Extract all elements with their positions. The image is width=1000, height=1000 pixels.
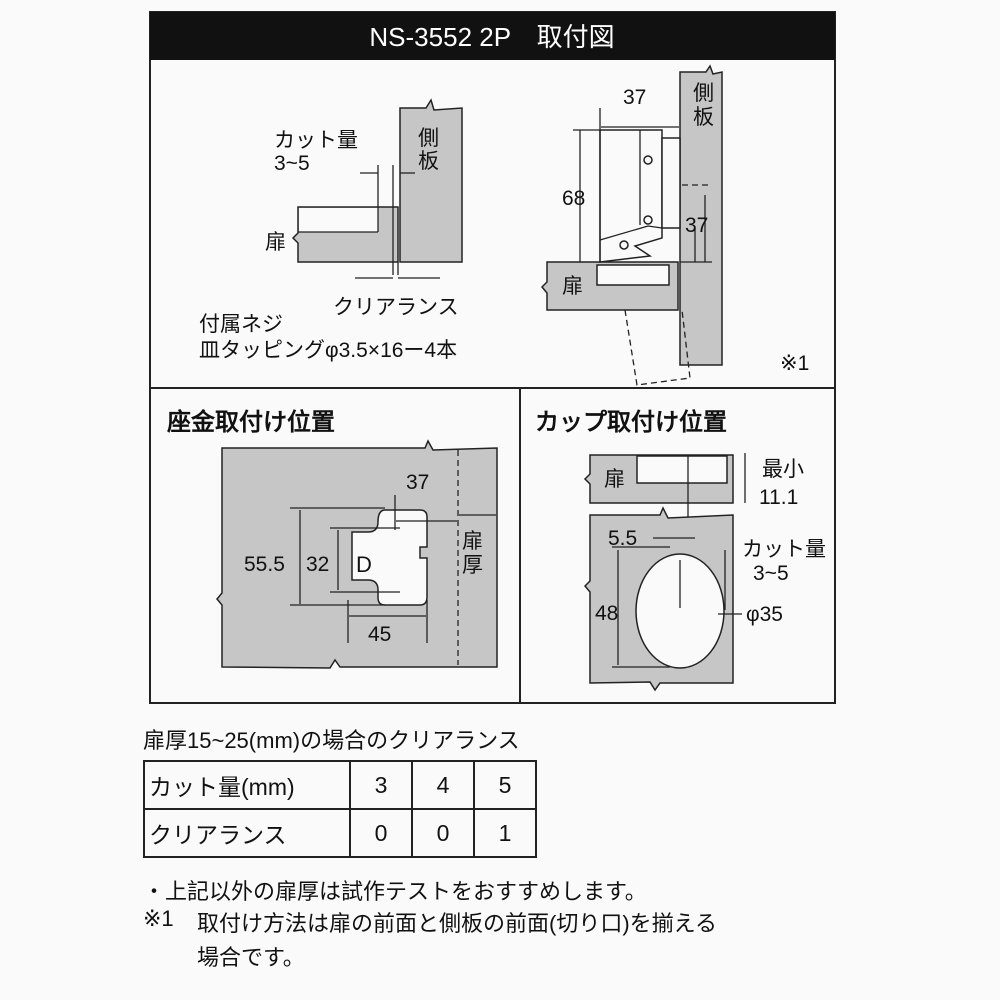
side-panel-label: 板 bbox=[418, 150, 439, 173]
dim-32: 32 bbox=[306, 553, 329, 576]
note-2-line2: 場合です。 bbox=[197, 945, 305, 970]
row-label: クリアランス bbox=[143, 808, 351, 858]
diameter-label: φ35 bbox=[746, 603, 783, 626]
table-cell: 0 bbox=[349, 808, 413, 858]
washer-heading: 座金取付け位置 bbox=[167, 408, 335, 436]
dim-offset: 37 bbox=[685, 214, 708, 237]
table-cell: 5 bbox=[473, 760, 537, 810]
hinge-side-diagram: 37 68 37 側 板 扉 ※1 bbox=[540, 64, 809, 386]
cup-position-diagram: カップ取付け位置 扉 最小 11.1 5.5 カット量 3~5 48 φ35 bbox=[535, 408, 826, 692]
note-mark: ※1 bbox=[780, 352, 809, 375]
screws-spec: 皿タッピングφ3.5×16ー4本 bbox=[199, 339, 457, 362]
cut-amount-range: 3~5 bbox=[753, 562, 789, 585]
cut-amount-label: カット量 bbox=[274, 129, 358, 152]
page-title: NS-3552 2P 取付図 bbox=[369, 22, 614, 52]
min-label: 最小 bbox=[762, 458, 804, 481]
door-thickness-label: 厚 bbox=[462, 554, 483, 577]
side-panel-label: 板 bbox=[693, 106, 714, 129]
door-thickness-label: 扉 bbox=[462, 530, 483, 553]
table-cell: 4 bbox=[411, 760, 475, 810]
dim-height: 68 bbox=[562, 187, 585, 210]
cup-heading: カップ取付け位置 bbox=[535, 408, 727, 436]
door-label: 扉 bbox=[604, 468, 625, 491]
screws-label: 付属ネジ bbox=[199, 313, 283, 336]
cut-clearance-diagram: カット量 3~5 側 板 扉 クリアランス 付属ネジ 皿タッピングφ3.5×16… bbox=[199, 98, 463, 362]
side-panel-label: 側 bbox=[418, 127, 439, 150]
table-caption: 扉厚15~25(mm)の場合のクリアランス bbox=[143, 728, 520, 753]
note-1: ・上記以外の扉厚は試作テストをおすすめします。 bbox=[143, 879, 647, 904]
cut-amount-label: カット量 bbox=[742, 538, 826, 561]
dim-width: 37 bbox=[623, 86, 646, 109]
dim-37: 37 bbox=[406, 471, 429, 494]
side-panel-label: 側 bbox=[693, 82, 714, 105]
dim-48: 48 bbox=[595, 602, 618, 625]
clearance-label: クリアランス bbox=[333, 296, 459, 319]
table-row: クリアランス 0 0 1 bbox=[143, 808, 537, 858]
table-cell: 0 bbox=[411, 808, 475, 858]
clearance-table: カット量(mm) 3 4 5 クリアランス 0 0 1 bbox=[143, 760, 537, 858]
door-label: 扉 bbox=[265, 231, 286, 254]
table-row: カット量(mm) 3 4 5 bbox=[143, 760, 537, 810]
cut-amount-range: 3~5 bbox=[274, 152, 310, 175]
door-label: 扉 bbox=[562, 275, 583, 298]
min-value: 11.1 bbox=[759, 486, 798, 509]
table-cell: 1 bbox=[473, 808, 537, 858]
dim-55-5: 55.5 bbox=[244, 553, 285, 576]
row-label: カット量(mm) bbox=[143, 760, 351, 810]
washer-position-diagram: 座金取付け位置 D 37 55.5 32 45 扉 厚 bbox=[167, 408, 498, 669]
dim-5-5: 5.5 bbox=[608, 527, 637, 550]
title-bar bbox=[150, 12, 835, 60]
note-2-line1: 取付け方法は扉の前面と側板の前面(切り口)を揃える bbox=[197, 911, 717, 936]
dim-45: 45 bbox=[368, 623, 391, 646]
d-shape: D bbox=[356, 552, 372, 577]
table-cell: 3 bbox=[349, 760, 413, 810]
note-2-mark: ※1 bbox=[143, 906, 174, 931]
